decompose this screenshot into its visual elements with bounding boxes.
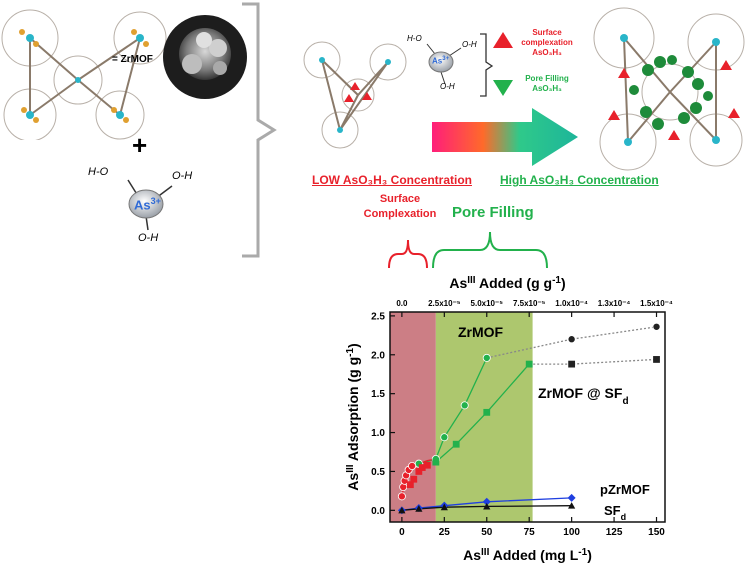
small-ho: H-O (407, 34, 422, 43)
x2-tick-label-5: 1.3x10⁻⁴ (598, 299, 631, 308)
series-1-point-2 (483, 408, 491, 416)
sem-image (163, 15, 247, 99)
zrmof-equals-label: = ZrMOF (112, 54, 153, 65)
y-tick-label-0: 0.0 (371, 506, 385, 517)
arsenic-symbol: As (134, 197, 151, 213)
x2-tick-label-6: 1.5x10⁻⁴ (640, 299, 673, 308)
surface-complexation-label: Surface Complexation (363, 193, 437, 220)
y-tick-label-2: 1.0 (371, 428, 385, 439)
x2-tick-label-0: 0.0 (396, 299, 408, 308)
label-pzrmof: pZrMOF (600, 482, 650, 497)
zrmof-sfd-extension-line (529, 358, 657, 365)
plot-frame (389, 311, 666, 523)
series-5-point-1 (653, 356, 660, 363)
concentration-arrow (432, 108, 578, 166)
series-7-point-1 (415, 505, 423, 512)
arsenite-small-label: As3+ (432, 56, 449, 66)
series-7-point-0 (398, 506, 406, 514)
grouping-bracket (242, 2, 277, 258)
series-7-point-4 (568, 502, 576, 509)
arsenic-charge-small: 3+ (442, 56, 450, 62)
series-0-point-2 (440, 433, 449, 442)
series-3-point-1 (410, 475, 418, 483)
series-0-point-3 (460, 401, 469, 410)
y-tick-label-1: 0.5 (371, 467, 385, 478)
small-oh-bottom: O-H (440, 82, 455, 91)
small-oh-right: O-H (462, 40, 477, 49)
x2-axis-title: AsIII Added (g g-1) (449, 275, 565, 292)
x-tick-label-0: 0 (399, 527, 405, 538)
arsenite-molecule-small (426, 43, 462, 85)
y-tick-label-5: 2.5 (371, 311, 385, 322)
label-zrmof-sfd: ZrMOF @ SFd (538, 385, 629, 407)
legend-bracket (480, 33, 494, 97)
y-tick-label-3: 1.5 (371, 389, 385, 400)
series-1-point-3 (525, 360, 533, 368)
legend-surface-text: Surface complexation AsO₃H₃ (521, 28, 573, 57)
zrmof-structure-illustration (1, 9, 167, 140)
series-5-point-0 (568, 360, 576, 368)
surface-triangle-icon (493, 32, 513, 48)
series-1-point-0 (432, 458, 440, 466)
pore-triangle-icon (493, 80, 513, 96)
arsenite-oh-bottom: O-H (138, 232, 159, 244)
shaded-region-1 (435, 312, 533, 522)
series-4-point-0 (567, 335, 576, 344)
x-tick-label-1: 25 (439, 527, 451, 538)
high-concentration-label: High AsO₃H₃ Concentration (500, 173, 659, 187)
x-tick-label-4: 100 (563, 527, 580, 538)
arsenite-molecule-left (127, 179, 173, 231)
series-3-point-0 (406, 481, 414, 489)
series-7-point-3 (483, 502, 491, 510)
series-1-point-1 (452, 440, 460, 448)
y-tick-label-4: 2.0 (371, 350, 385, 361)
y-axis-title: AsIII Adsorption (g g-1) (345, 343, 362, 490)
series-0-point-4 (482, 353, 491, 362)
label-sfd: SFd (604, 503, 626, 522)
high-concentration-mof (593, 7, 745, 171)
x2-tick-label-2: 5.0x10⁻⁵ (471, 299, 504, 308)
label-zrmof: ZrMOF (458, 324, 504, 340)
x2-tick-label-1: 2.5x10⁻⁵ (428, 299, 461, 308)
series-3-point-2 (415, 468, 423, 475)
arsenite-label: As3+ (134, 196, 161, 212)
shaded-region-0 (390, 312, 436, 522)
series-7-point-2 (440, 503, 448, 511)
arsenic-charge: 3+ (150, 196, 161, 206)
arsenite-oh-right: O-H (172, 170, 193, 182)
x-axis-title: AsIII Added (mg L-1) (463, 547, 592, 564)
surface-brace (388, 239, 428, 269)
legend-pore-text: Pore Filling AsO₃H₃ (525, 74, 569, 93)
series-3-point-4 (423, 461, 431, 469)
arsenic-symbol-small: As (432, 56, 443, 66)
series-2-point-0 (397, 492, 406, 501)
series-6-point-4 (567, 493, 576, 502)
zrmof-extension-line (486, 326, 657, 359)
series-4-point-1 (652, 322, 661, 331)
pore-brace (432, 231, 548, 269)
x-tick-label-5: 125 (606, 527, 623, 538)
series-3-point-3 (418, 464, 426, 471)
x-tick-label-3: 75 (524, 527, 536, 538)
x-tick-label-2: 50 (481, 527, 493, 538)
plus-sign: + (132, 130, 148, 160)
arsenite-ho-left: H-O (88, 166, 109, 178)
x2-tick-label-3: 7.5x10⁻⁵ (513, 299, 546, 308)
series-6-point-3 (482, 497, 491, 506)
zrmof-sfd-fit-line (435, 363, 530, 463)
x2-tick-label-4: 1.0x10⁻⁴ (555, 299, 588, 308)
x-tick-label-6: 150 (648, 527, 665, 538)
pore-filling-label: Pore Filling (452, 204, 534, 221)
low-concentration-label: LOW AsO₃H₃ Concentration (312, 173, 472, 187)
series-2-point-5 (408, 461, 417, 470)
low-concentration-mof (303, 41, 407, 149)
